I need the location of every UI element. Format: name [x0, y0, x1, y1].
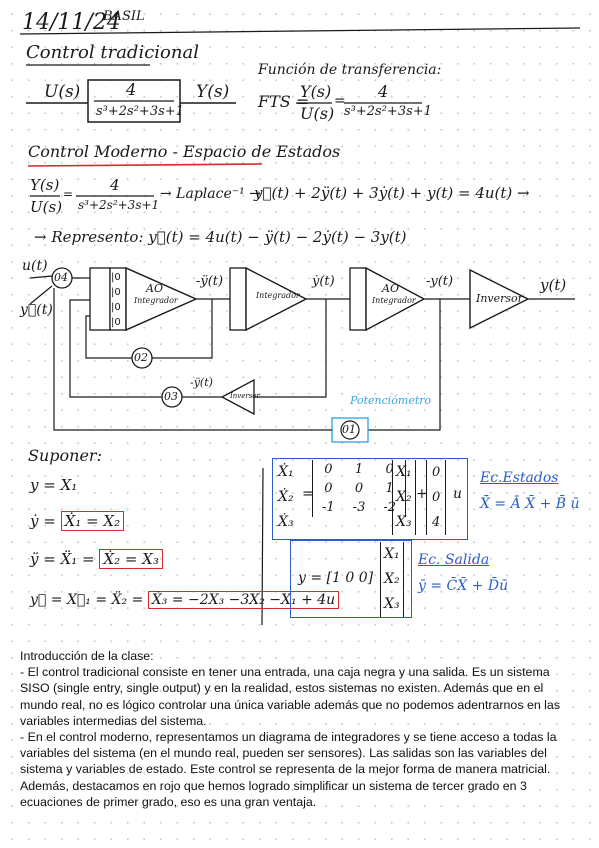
ao3-sub: Integrador — [372, 296, 416, 305]
header-rule — [19, 27, 581, 35]
output-eq-formula: ȳ = C̄X̄ + D̄ū — [418, 578, 509, 594]
state-u: u — [453, 486, 463, 502]
modern-rhs-den: s³+2s²+3s+1 — [78, 198, 160, 212]
fts-rhs-num: 4 — [378, 82, 389, 101]
output-eq-label: Ec. Salida — [418, 552, 490, 568]
state-eq-sign: = — [302, 486, 314, 502]
trad-input: U(s) — [44, 82, 81, 102]
fb-02-label: 02 — [134, 351, 148, 364]
traditional-title: Control tradicional — [26, 42, 199, 63]
state-eq-formula: X̄̇ = Ā X̄ + B̄ ū — [480, 496, 580, 512]
suppose-line4-box: Ẋ₃ = −2X₃ −3X₂ −X₁ + 4u — [147, 591, 340, 609]
fts-rhs-den: s³+2s²+3s+1 — [344, 104, 432, 119]
small-inversor-label: Inversor — [230, 392, 260, 400]
fb-03-signal: -ÿ(t) — [190, 376, 213, 389]
ao1-sub: Integrador — [134, 296, 178, 305]
modern-eq: = — [63, 187, 74, 201]
fts-lhs: FTS = — [258, 92, 310, 111]
diagram-u-label: u(t) — [22, 258, 48, 274]
ao2-sub: Integrador — [256, 291, 300, 300]
modern-rhs-num: 4 — [110, 176, 120, 194]
state-equation-box — [272, 458, 468, 540]
modern-frac-den: U(s) — [30, 198, 63, 216]
intro-p1: - El control tradicional consiste en ten… — [20, 665, 561, 728]
intro-heading: Introducción de la clase: — [20, 649, 154, 663]
inversor-label: Inversor — [476, 292, 523, 305]
state-eq-label: Ec.Estados — [480, 470, 559, 486]
fts-num: Y(s) — [300, 82, 332, 101]
ao1-label: AO — [146, 282, 163, 295]
diagram-y3-label: y⃛(t) — [20, 302, 53, 318]
ft-label: Función de transferencia: — [258, 62, 442, 78]
fts-eq: = — [334, 93, 346, 109]
fb-03-label: 03 — [164, 390, 178, 403]
suppose-line3: ÿ = Ẍ₁ = Ẋ₂ = X₃ — [30, 549, 163, 569]
diagram-output-label: y(t) — [540, 276, 567, 294]
trad-block-num: 4 — [126, 80, 137, 99]
integrator1-inputs: |0|0|0|0 — [111, 272, 121, 328]
suppose-line3-box: Ẋ₂ = X₃ — [99, 549, 163, 569]
suppose-line4: y⃛ = X⃛₁ = Ẍ₂ = Ẋ₃ = −2X₃ −3X₂ −X₁ + 4u — [30, 591, 340, 609]
suppose-line2: ẏ = Ẋ₁ = X₂ — [30, 511, 125, 531]
suppose-line2-box: Ẋ₁ = X₂ — [60, 511, 125, 531]
header-name: BASIL — [103, 9, 145, 24]
fb-01-label: 01 — [342, 423, 356, 436]
trad-output: Y(s) — [196, 82, 230, 102]
header-date: 14/11/24 — [22, 10, 121, 35]
suppose-line1: y = X₁ — [30, 476, 78, 494]
state-plus: + — [416, 486, 428, 502]
intro-p2: - En el control moderno, representamos u… — [20, 730, 557, 809]
fts-den: U(s) — [300, 104, 335, 123]
suppose-title: Suponer: — [28, 446, 102, 465]
modern-title: Control Moderno - Espacio de Estados — [28, 142, 341, 161]
output-equation-box — [290, 540, 412, 618]
sig-neg-y2: -ÿ(t) — [196, 274, 224, 289]
trad-block-den: s³+2s²+3s+1 — [96, 104, 184, 119]
sig-neg-y: -y(t) — [426, 274, 454, 289]
intro-paragraph: Introducción de la clase: - El control t… — [20, 648, 580, 810]
modern-frac-num: Y(s) — [30, 176, 60, 194]
ao3-label: AO — [382, 282, 399, 295]
potentiometer-label: Potenciómetro — [350, 394, 432, 407]
diff-equation: y⃛(t) + 2ÿ(t) + 3ẏ(t) + y(t) = 4u(t) → — [254, 184, 530, 202]
sig-y1: ẏ(t) — [312, 274, 335, 289]
laplace-arrow: → Laplace⁻¹ → — [160, 186, 261, 202]
sum-04-label: 04 — [54, 271, 68, 284]
represent-equation: → Represento: y⃛(t) = 4u(t) − ÿ(t) − 2ẏ(… — [34, 228, 407, 246]
tf-block — [87, 79, 181, 123]
modern-title-underline — [27, 163, 263, 167]
output-lhs: y = [1 0 0] — [298, 570, 374, 586]
